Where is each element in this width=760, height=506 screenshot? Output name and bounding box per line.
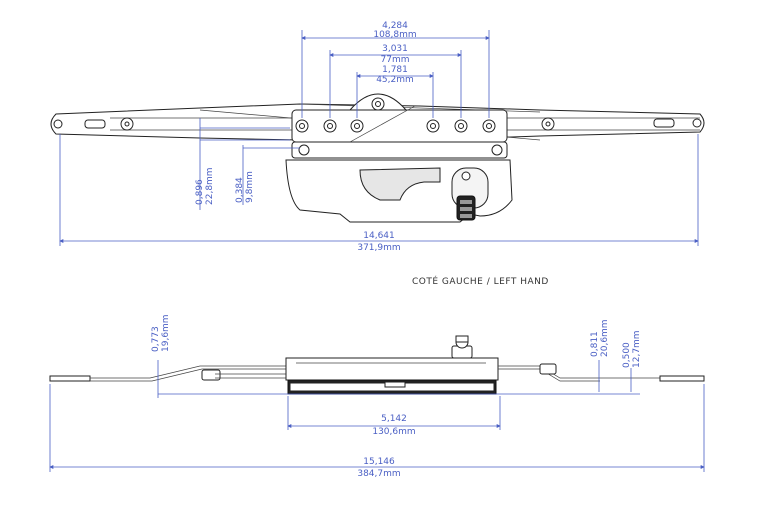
dim-4284-mm: 108,8mm [373,30,416,40]
dim-0773-mm: 19,6mm [161,314,171,352]
dim-3031-in: 3,031 [382,44,408,54]
dim-0500-mm: 12,7mm [632,330,642,368]
dim-0896-mm: 22,8mm [205,167,215,205]
dim-5142-in: 5,142 [381,414,407,424]
dim-14641-mm: 371,9mm [357,243,400,253]
dim-15146-mm: 384,7mm [357,469,400,479]
side-view: 0,773 19,6mm 0,811 20,6mm 0,500 12,7mm 5… [49,314,705,479]
dim-0811-mm: 20,6mm [600,319,610,357]
dim-0500-in: 0,500 [622,342,632,368]
dim-3031-mm: 77mm [381,55,410,65]
top-bracket [291,93,508,159]
dim-0384-mm: 9,8mm [245,171,255,203]
dim-0773-in: 0,773 [151,326,161,352]
top-lock-body [285,159,513,223]
dim-14641-in: 14,641 [363,231,395,241]
side-dimensions: 0,773 19,6mm 0,811 20,6mm 0,500 12,7mm 5… [49,314,705,479]
dim-15146-in: 15,146 [363,457,395,467]
dim-5142-mm: 130,6mm [372,427,415,437]
dim-1781-mm: 45,2mm [376,75,414,85]
dim-4284-in: 4,284 [382,21,408,31]
dim-1781-in: 1,781 [382,65,408,75]
top-view: 4,284 108,8mm 3,031 77mm 1,781 45,2mm 0,… [50,21,705,253]
drawing-caption: COTÉ GAUCHE / LEFT HAND [412,275,549,287]
dim-0384-in: 0,384 [235,177,245,203]
side-assembly [49,335,705,395]
dim-0896-in: 0,896 [195,179,205,205]
top-dimensions: 4,284 108,8mm 3,031 77mm 1,781 45,2mm 0,… [59,21,699,253]
dim-0811-in: 0,811 [590,331,600,357]
